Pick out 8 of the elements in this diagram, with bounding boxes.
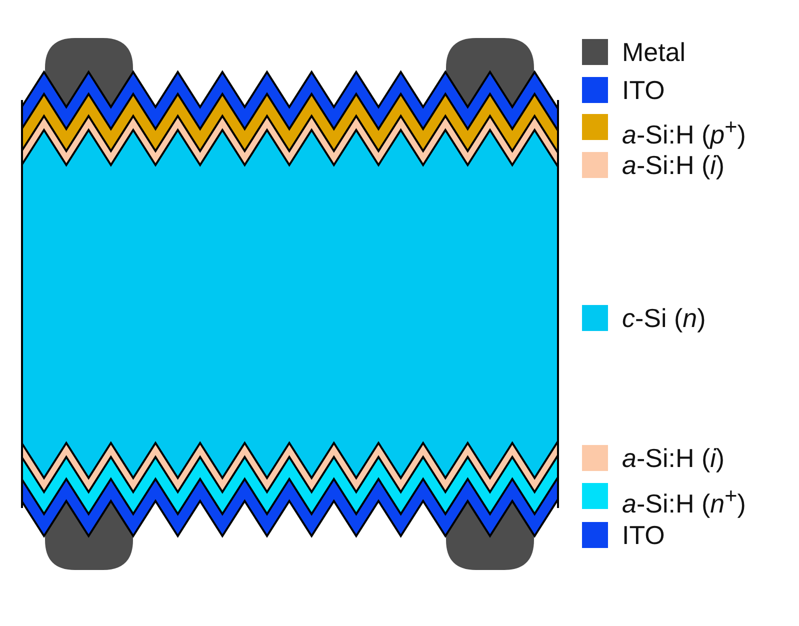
legend-label: a-Si:H (n$^{+}$)	[622, 482, 746, 519]
legend-label: a-Si:H (i)	[622, 150, 725, 180]
legend-label: ITO	[622, 75, 665, 105]
legend-label: c-Si (n)	[622, 303, 706, 333]
legend-label: a-Si:H (p$^{+}$)	[622, 113, 746, 150]
legend-label: ITO	[622, 520, 665, 550]
legend-label: a-Si:H (i)	[622, 443, 725, 473]
legend-label: Metal	[622, 37, 686, 67]
